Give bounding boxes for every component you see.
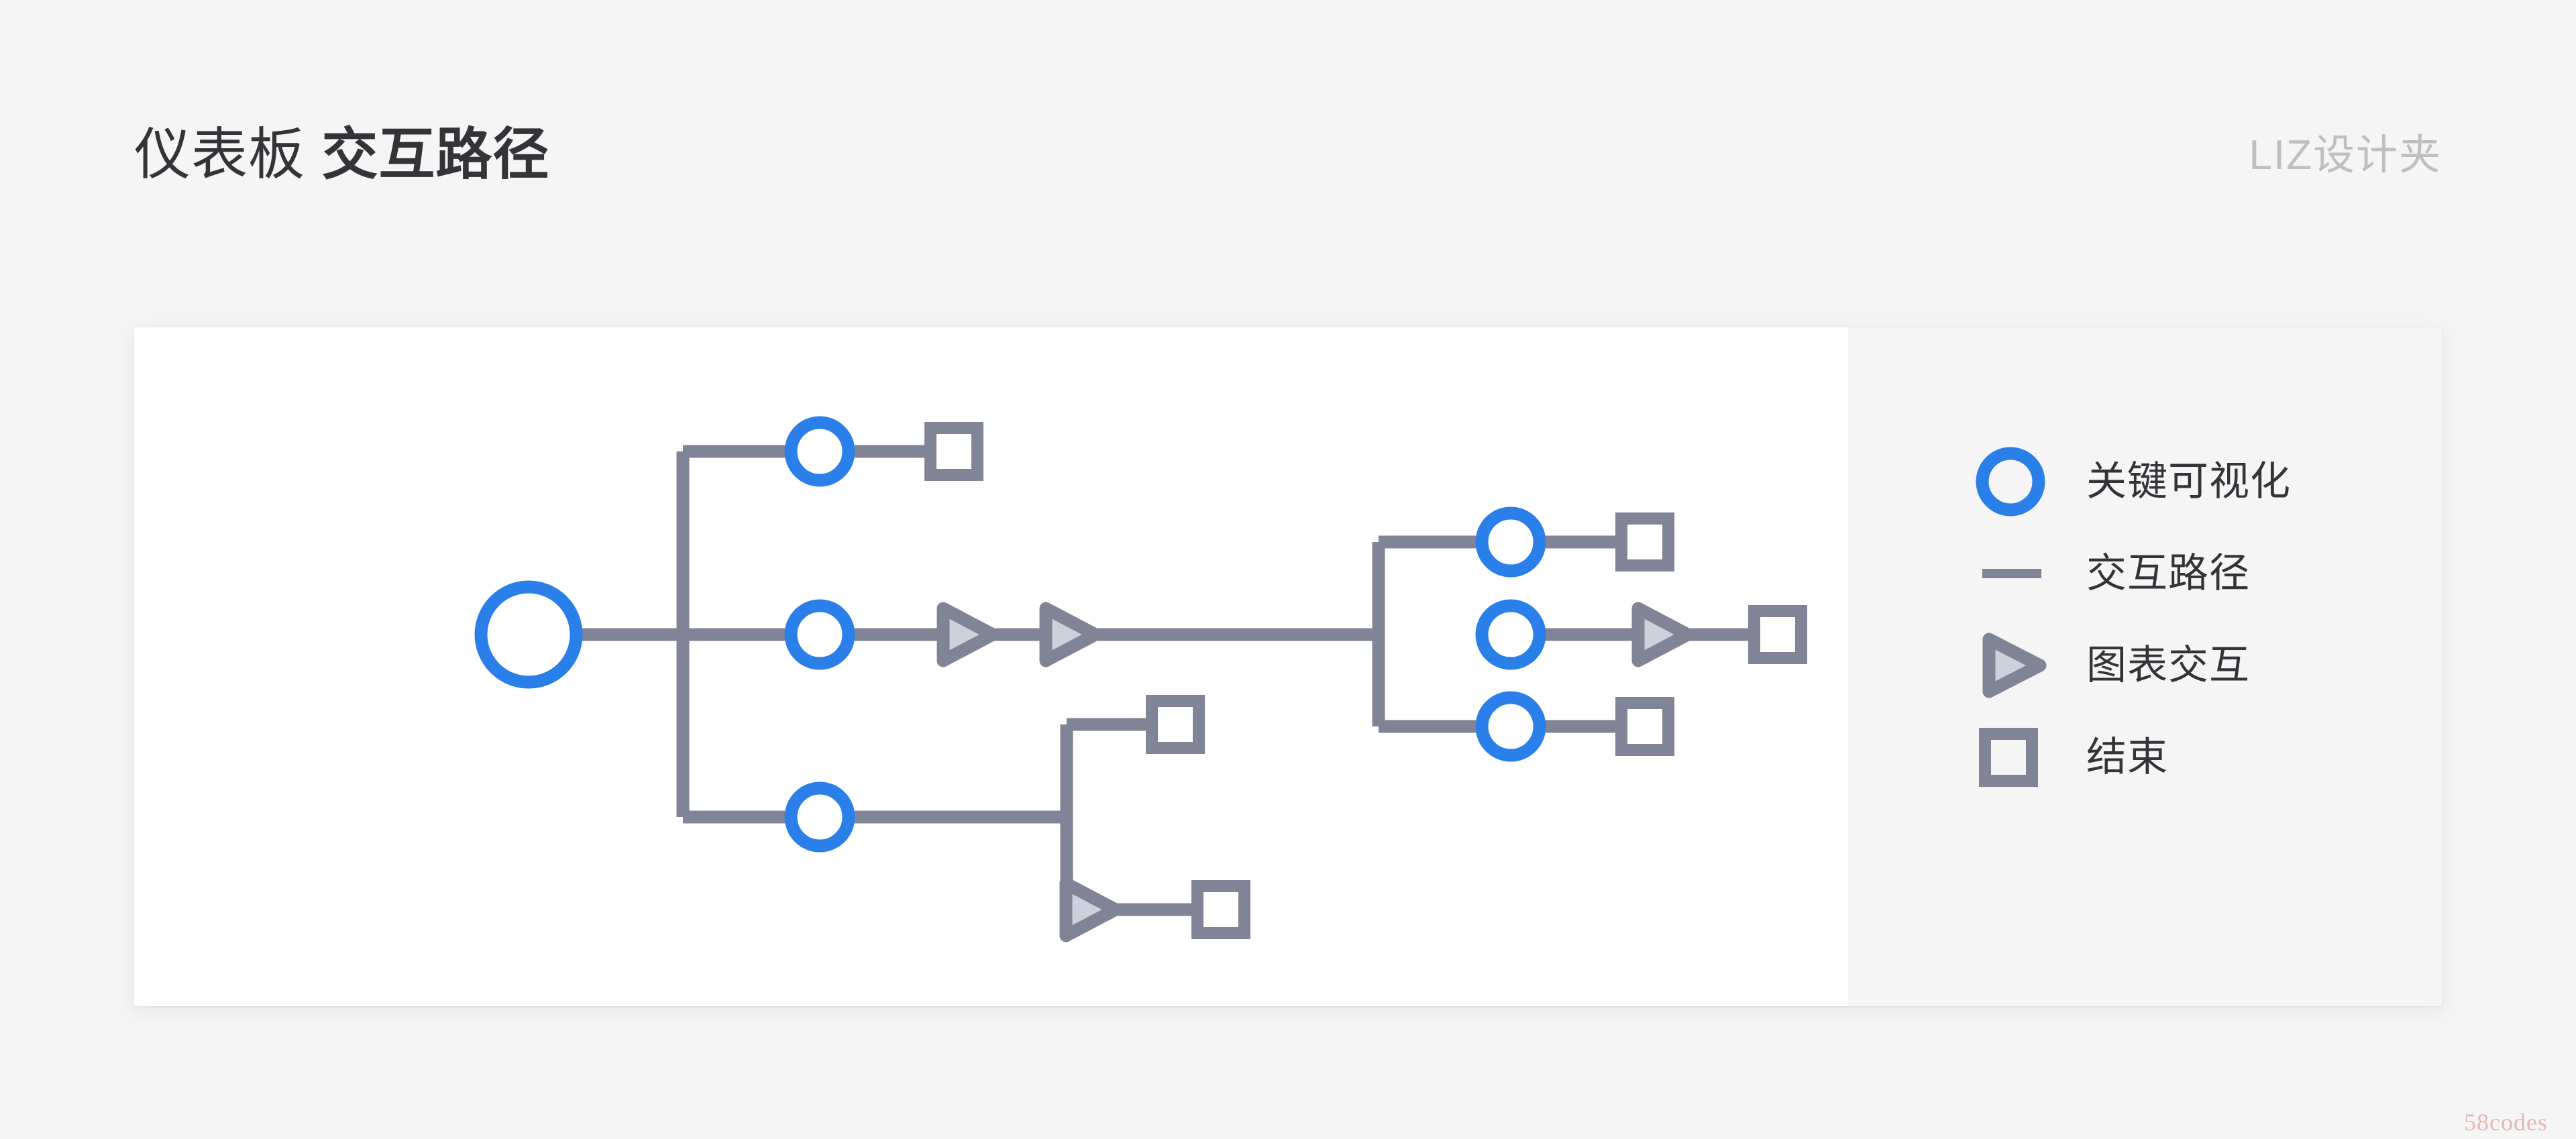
page-title: 仪表板 交互路径 bbox=[134, 114, 549, 195]
ring-icon-root bbox=[474, 580, 583, 689]
triangle-icon bbox=[936, 602, 1000, 667]
ring-icon bbox=[1475, 506, 1546, 578]
square-icon bbox=[1976, 720, 2056, 794]
end-squares bbox=[924, 422, 1807, 939]
watermark: 58codes bbox=[2464, 1109, 2548, 1136]
chart-interaction-triangles bbox=[936, 602, 1695, 942]
key-visual-rings bbox=[474, 416, 1546, 853]
triangle-icon bbox=[1059, 877, 1122, 942]
legend-item-key-visual[interactable]: 关键可视化 bbox=[1976, 445, 2418, 537]
path-edges bbox=[582, 445, 1754, 916]
legend-list: 关键可视化 交互路径 图表交互 bbox=[1976, 445, 2418, 812]
page-header: 仪表板 交互路径 LIZ设计夹 bbox=[134, 114, 2442, 208]
square-icon bbox=[1748, 605, 1807, 664]
legend-label: 关键可视化 bbox=[2086, 459, 2291, 504]
line-icon bbox=[1976, 537, 2056, 610]
ring-icon bbox=[784, 599, 855, 670]
page-title-bold: 交互路径 bbox=[321, 123, 550, 186]
square-icon bbox=[1191, 880, 1250, 939]
brand-label: LIZ设计夹 bbox=[2249, 132, 2442, 178]
legend-label: 图表交互 bbox=[2086, 643, 2250, 688]
legend-label: 结束 bbox=[2086, 735, 2168, 779]
legend-item-chart-interaction[interactable]: 图表交互 bbox=[1976, 629, 2418, 720]
square-icon bbox=[1615, 512, 1674, 572]
ring-icon bbox=[1475, 599, 1546, 670]
content-card: 关键可视化 交互路径 图表交互 bbox=[134, 327, 2442, 1006]
diagram-pane bbox=[134, 327, 1848, 1006]
square-icon bbox=[924, 422, 983, 481]
interaction-path-diagram bbox=[474, 416, 1807, 942]
triangle-icon bbox=[1631, 602, 1695, 667]
ring-icon bbox=[784, 416, 855, 487]
legend-pane: 关键可视化 交互路径 图表交互 bbox=[1848, 327, 2442, 1006]
legend-item-path[interactable]: 交互路径 bbox=[1976, 537, 2418, 629]
ring-icon bbox=[1475, 691, 1546, 762]
legend-label: 交互路径 bbox=[2086, 551, 2250, 596]
legend-item-end[interactable]: 结束 bbox=[1976, 720, 2418, 812]
page-title-light: 仪表板 bbox=[134, 123, 306, 186]
triangle-icon bbox=[1039, 602, 1102, 667]
triangle-icon bbox=[1976, 629, 2056, 702]
square-icon bbox=[1146, 695, 1205, 754]
ring-icon bbox=[1976, 445, 2056, 519]
ring-icon bbox=[784, 781, 855, 853]
square-icon bbox=[1615, 697, 1674, 756]
